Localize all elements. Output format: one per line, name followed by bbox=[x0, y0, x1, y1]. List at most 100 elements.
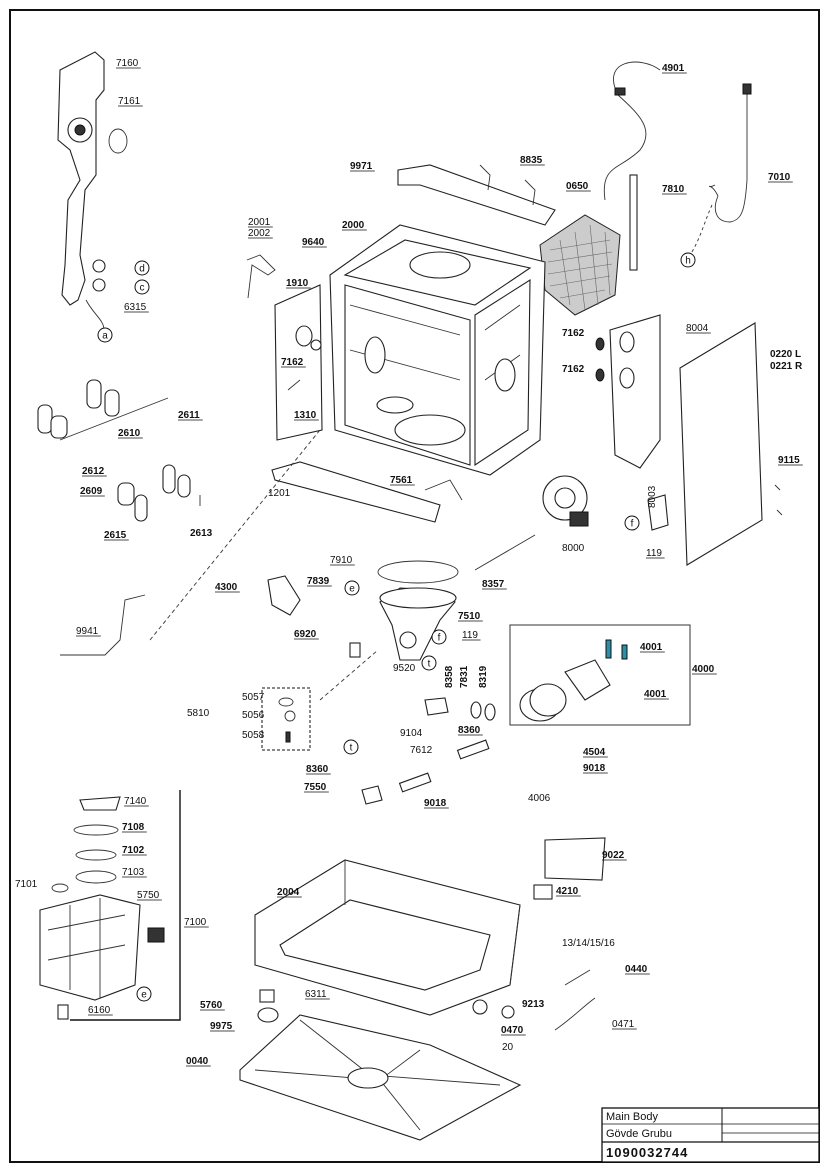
part-label-7831: 7831 bbox=[459, 665, 470, 688]
part-label-8358: 8358 bbox=[444, 665, 455, 688]
drawing-frame bbox=[9, 9, 820, 1163]
part-2004-base-frame bbox=[254, 859, 521, 1016]
part-label-7108: 7108 bbox=[122, 822, 145, 833]
part-label-13-14-15-16: 13/14/15/16 bbox=[562, 938, 615, 949]
marker-letter-a: a bbox=[102, 331, 108, 342]
part-label-7101: 7101 bbox=[15, 879, 38, 890]
marker-circle-e1 bbox=[344, 580, 360, 596]
part-0040-base-tray bbox=[239, 1014, 522, 1141]
part-7550-elbow bbox=[361, 785, 383, 805]
part-label-5057: 5057 bbox=[242, 692, 265, 703]
part-label-2610: 2610 bbox=[118, 428, 141, 439]
part-label-5058: 5058 bbox=[242, 730, 265, 741]
part-label-8319: 8319 bbox=[478, 665, 489, 688]
part-4901-cable bbox=[603, 61, 661, 201]
part-label-2004: 2004 bbox=[277, 887, 300, 898]
marker-circle-a bbox=[97, 327, 113, 343]
part-label-9018: 9018 bbox=[583, 763, 606, 774]
title-tr: Gövde Grubu bbox=[606, 1128, 672, 1140]
part-7100-dryer bbox=[39, 894, 165, 1020]
part-7810-probe bbox=[629, 174, 638, 271]
marker-letter-h: h bbox=[685, 256, 691, 267]
part-1910-side-panel bbox=[274, 284, 323, 441]
part-label-2615: 2615 bbox=[104, 530, 127, 541]
part-7161-seal bbox=[108, 128, 128, 154]
part-4300-dispenser bbox=[267, 575, 301, 616]
part-label-7162: 7162 bbox=[562, 364, 585, 375]
link-h bbox=[689, 204, 713, 256]
part-label-4006: 4006 bbox=[528, 793, 551, 804]
part-4504-hose bbox=[456, 739, 490, 760]
part-label-9640: 9640 bbox=[302, 237, 325, 248]
part-label-2612: 2612 bbox=[82, 466, 105, 477]
part-label-4901: 4901 bbox=[662, 63, 685, 74]
part-4000-box bbox=[509, 624, 691, 726]
marker-circle-t1 bbox=[421, 655, 437, 671]
part-label-1310: 1310 bbox=[294, 410, 317, 421]
part-label-8357: 8357 bbox=[482, 579, 505, 590]
part-label-6920: 6920 bbox=[294, 629, 317, 640]
part-8357-hose bbox=[474, 534, 536, 571]
part-7140-cap bbox=[79, 796, 121, 811]
part-2610-rod bbox=[59, 397, 169, 441]
part-label-4504: 4504 bbox=[583, 747, 606, 758]
part-8835-clips bbox=[479, 164, 536, 206]
marker-letter-f2: f bbox=[438, 633, 441, 644]
part-4006-hose bbox=[398, 772, 432, 793]
part-label-2001: 2001 bbox=[248, 217, 271, 228]
part-9213-foot bbox=[501, 1005, 515, 1019]
part-label-7162: 7162 bbox=[281, 357, 304, 368]
part-2000-tub bbox=[329, 224, 546, 476]
part-1201-rail bbox=[271, 461, 441, 523]
part-7100-bracket-line bbox=[70, 790, 181, 1021]
part-label-119: 119 bbox=[462, 630, 478, 641]
part-label-0221-R: 0221 R bbox=[770, 361, 803, 372]
part-label-7561: 7561 bbox=[390, 475, 413, 486]
part-label-0040: 0040 bbox=[186, 1056, 209, 1067]
part-label-4001: 4001 bbox=[640, 642, 663, 653]
part-label-4000: 4000 bbox=[692, 664, 715, 675]
part-9971-rail bbox=[397, 164, 556, 226]
title-en: Main Body bbox=[606, 1111, 658, 1123]
part-7561-bracket bbox=[424, 479, 463, 501]
part-label-7160: 7160 bbox=[116, 58, 139, 69]
part-label-5750: 5750 bbox=[137, 890, 160, 901]
marker-letter-e1: e bbox=[349, 584, 355, 595]
marker-letter-d: d bbox=[139, 264, 145, 275]
part-8000-motor bbox=[542, 475, 589, 527]
part-label-8360: 8360 bbox=[306, 764, 329, 775]
part-6920-valve bbox=[349, 642, 361, 658]
part-1310-pin bbox=[287, 379, 301, 391]
marker-letter-c: c bbox=[140, 283, 145, 294]
part-0470-foot bbox=[472, 999, 488, 1015]
part-7910-gasket bbox=[377, 560, 459, 584]
part-8003-hinge bbox=[647, 494, 669, 531]
part-9975-float bbox=[257, 1007, 279, 1023]
part-label-9022: 9022 bbox=[602, 850, 625, 861]
marker-circle-f2 bbox=[431, 629, 447, 645]
part-label-7612: 7612 bbox=[410, 745, 433, 756]
part-label-2611: 2611 bbox=[178, 410, 200, 421]
part-label-4300: 4300 bbox=[215, 582, 238, 593]
part-label-0650: 0650 bbox=[566, 181, 589, 192]
part-label-7810: 7810 bbox=[662, 184, 685, 195]
part-label-2000: 2000 bbox=[342, 220, 365, 231]
part-label-7839: 7839 bbox=[307, 576, 330, 587]
part-label-8003: 8003 bbox=[647, 485, 658, 508]
part-2001-bracket bbox=[246, 254, 276, 299]
part-label-0471: 0471 bbox=[612, 1019, 635, 1030]
title-block bbox=[601, 1107, 820, 1163]
part-8004-panel bbox=[609, 314, 661, 469]
part-label-9975: 9975 bbox=[210, 1021, 233, 1032]
part-label-9971: 9971 bbox=[350, 161, 373, 172]
part-label-2613: 2613 bbox=[190, 528, 213, 539]
part-label-5056: 5056 bbox=[242, 710, 265, 721]
part-label-7103: 7103 bbox=[122, 867, 145, 878]
part-7010-cable bbox=[708, 88, 748, 223]
part-label-0220-L: 0220 L bbox=[770, 349, 801, 360]
part-label-9018: 9018 bbox=[424, 798, 447, 809]
marker-circle-c bbox=[134, 279, 150, 295]
part-label-9104: 9104 bbox=[400, 728, 423, 739]
